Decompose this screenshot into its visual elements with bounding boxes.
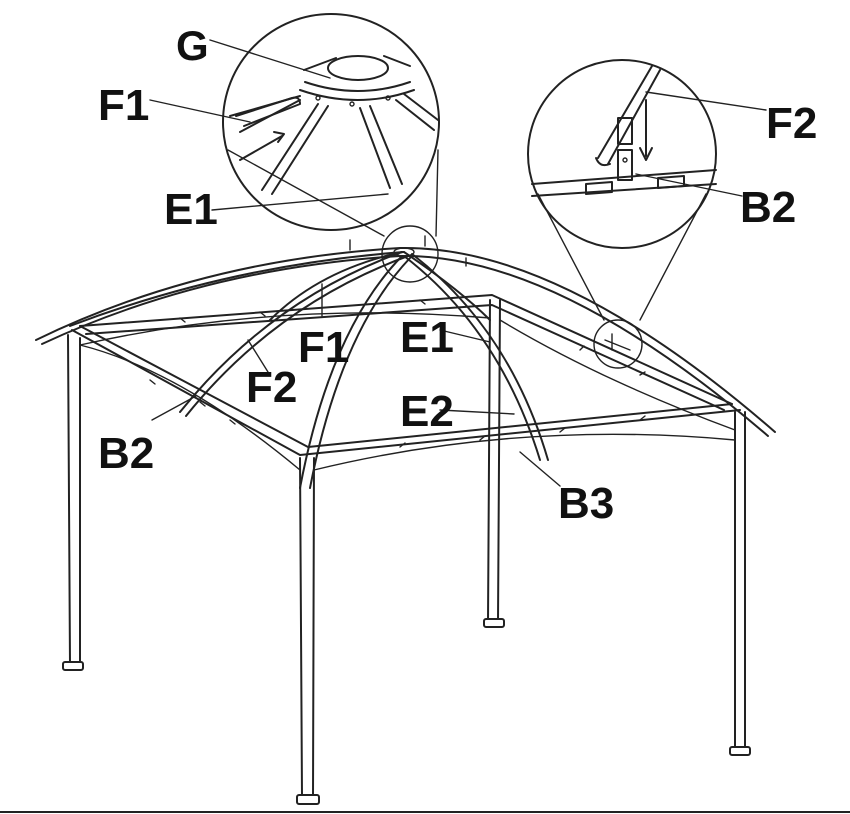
leg-front-center [296,457,320,805]
center-hub [349,225,467,283]
label-e1-detail: E1 [164,185,218,234]
label-f1-detail: F1 [98,81,149,130]
label-f2: F2 [246,363,297,412]
detail-callout-hub [222,13,440,237]
label-e2: E2 [400,387,454,436]
leg-right [729,411,751,756]
label-b2-detail: B2 [740,183,796,232]
label-g: G [176,22,209,69]
leg-back-center [483,299,505,628]
leader-lines [149,39,767,487]
roof-ribs [179,251,549,489]
label-b3: B3 [558,479,614,528]
label-e1: E1 [400,313,454,362]
part-labels: G F1 E1 F2 B2 F1 E1 F2 E2 B2 B3 [98,22,817,528]
leg-front-left [62,334,84,671]
detail-callout-joint [527,59,717,321]
label-f1: F1 [298,323,349,372]
label-b2: B2 [98,429,154,478]
gazebo-frame [35,225,776,805]
label-f2-detail: F2 [766,99,817,148]
joint-circle-right [593,319,643,369]
